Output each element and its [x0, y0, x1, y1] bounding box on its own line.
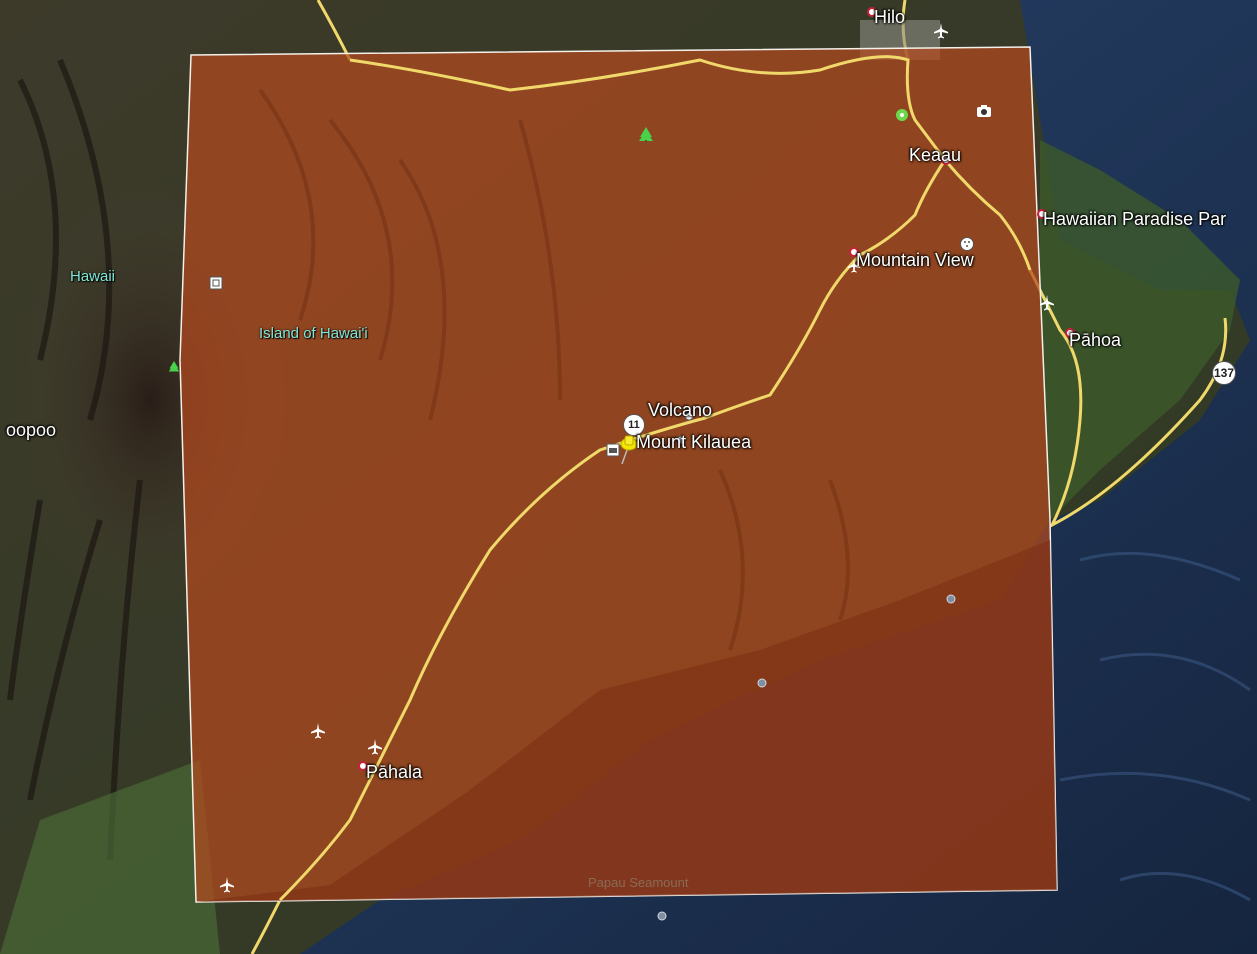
airport-icon[interactable] — [218, 876, 236, 894]
place-label-volcano[interactable]: Volcano — [648, 400, 713, 420]
overlay-lava-texture — [258, 88, 850, 651]
camera-icon[interactable] — [976, 104, 992, 118]
place-label-oopoo[interactable]: oopoo — [6, 420, 57, 440]
place-marker-icon[interactable] — [866, 6, 878, 18]
road-hilo-keaau — [349, 55, 1032, 271]
airport-icon[interactable] — [309, 722, 327, 740]
park-icon[interactable] — [638, 126, 654, 144]
place-label-pahoa[interactable]: Pāhoa — [1069, 330, 1122, 350]
ocean-texture — [1059, 551, 1251, 902]
place-label-pahala[interactable]: Pāhala — [366, 762, 423, 782]
golf-icon[interactable] — [959, 236, 975, 252]
park-icon[interactable] — [168, 360, 180, 374]
place-label-hilo[interactable]: Hilo — [874, 7, 906, 27]
park-icon[interactable] — [894, 108, 910, 122]
poi-icon[interactable] — [675, 434, 687, 446]
road-route-11 — [278, 159, 947, 902]
place-marker-icon[interactable] — [848, 246, 860, 258]
airport-icon[interactable] — [1038, 294, 1056, 312]
poi-dot[interactable] — [757, 678, 767, 688]
place-label-papau-seamount[interactable]: Papau Seamount — [588, 875, 689, 890]
poi-icon[interactable] — [209, 276, 223, 290]
overlay-ocean-shade — [196, 540, 1057, 902]
green-slope-sw — [0, 760, 220, 954]
place-marker-icon[interactable] — [940, 154, 952, 166]
route-shield-11[interactable]: 11 — [623, 414, 645, 436]
place-marker-icon[interactable] — [357, 760, 369, 772]
airport-icon[interactable] — [846, 258, 862, 274]
poi-icon[interactable] — [606, 443, 620, 457]
airport-icon[interactable] — [932, 22, 950, 40]
poi-dot[interactable] — [657, 911, 667, 921]
airport-icon[interactable] — [366, 738, 384, 756]
place-label-hawaiian-paradise-park[interactable]: Hawaiian Paradise Par — [1043, 209, 1227, 229]
place-marker-icon[interactable] — [1064, 327, 1076, 339]
place-label-mount-kilauea[interactable]: Mount Kilauea — [636, 432, 752, 452]
place-marker-icon[interactable] — [1036, 208, 1048, 220]
poi-icon[interactable] — [683, 410, 695, 422]
yellow-pushpin-icon[interactable] — [612, 430, 642, 468]
green-coast — [1040, 140, 1240, 520]
road-pahoa — [1028, 269, 1228, 529]
route-shield-137[interactable]: 137 — [1212, 361, 1236, 385]
place-label-hawaii[interactable]: Hawaii — [70, 268, 116, 285]
poi-dot[interactable] — [946, 594, 956, 604]
road-south — [250, 899, 282, 954]
place-label-island-of-hawaii[interactable]: Island of Hawai'i — [259, 325, 368, 342]
lava-flows-west — [7, 58, 143, 861]
place-label-keaau[interactable]: Keaau — [909, 145, 962, 165]
place-label-mountain-view[interactable]: Mountain View — [856, 250, 974, 270]
